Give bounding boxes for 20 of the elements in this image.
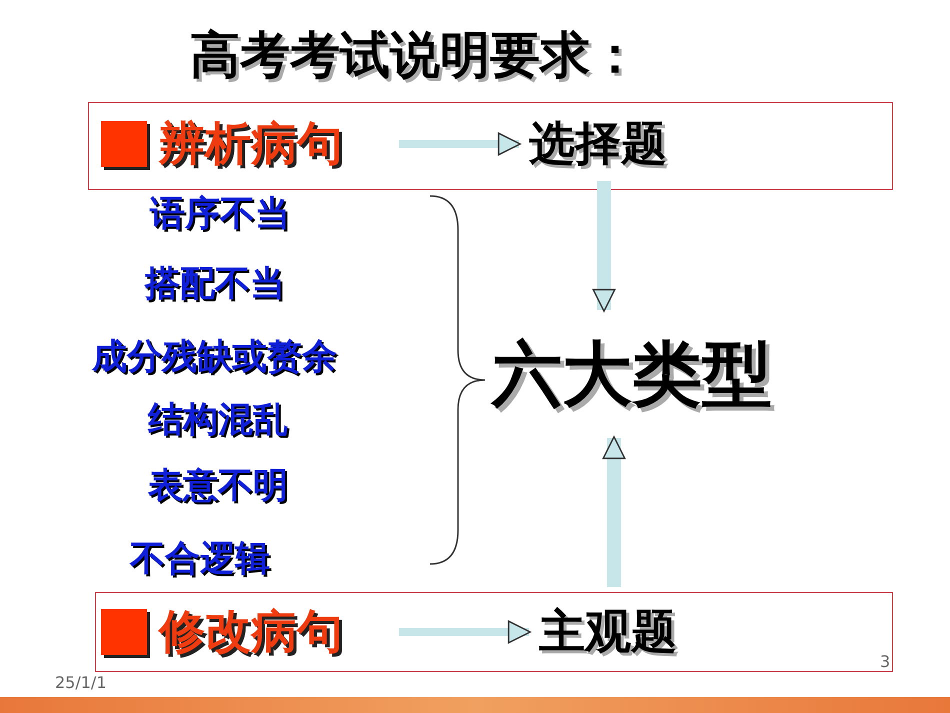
- category-label: 六大类型: [492, 332, 772, 417]
- error-type-label: 成分残缺或赘余: [92, 336, 337, 379]
- arrow: [592, 181, 616, 312]
- error-type-label: 语序不当: [150, 193, 290, 236]
- arrow: [602, 436, 626, 587]
- arrow: [399, 620, 531, 644]
- error-type-label: 结构混乱: [148, 399, 288, 442]
- arrow: [399, 132, 521, 156]
- topic-label: 辨析病句: [159, 115, 343, 172]
- error-type-label: 搭配不当: [145, 263, 285, 306]
- title-text: 高考考试说明要求：: [190, 25, 641, 86]
- band-box: [95, 592, 893, 672]
- error-type-label: 表意不明: [148, 465, 288, 508]
- band-box: [88, 102, 893, 190]
- topic-label: 修改病句: [159, 603, 343, 660]
- page-number: 3: [880, 652, 890, 671]
- date-label: 25/1/1: [55, 673, 106, 692]
- question-type-label: 选择题: [529, 115, 667, 172]
- question-type-label: 主观题: [539, 603, 677, 660]
- error-type-label: 不合逻辑: [130, 538, 270, 581]
